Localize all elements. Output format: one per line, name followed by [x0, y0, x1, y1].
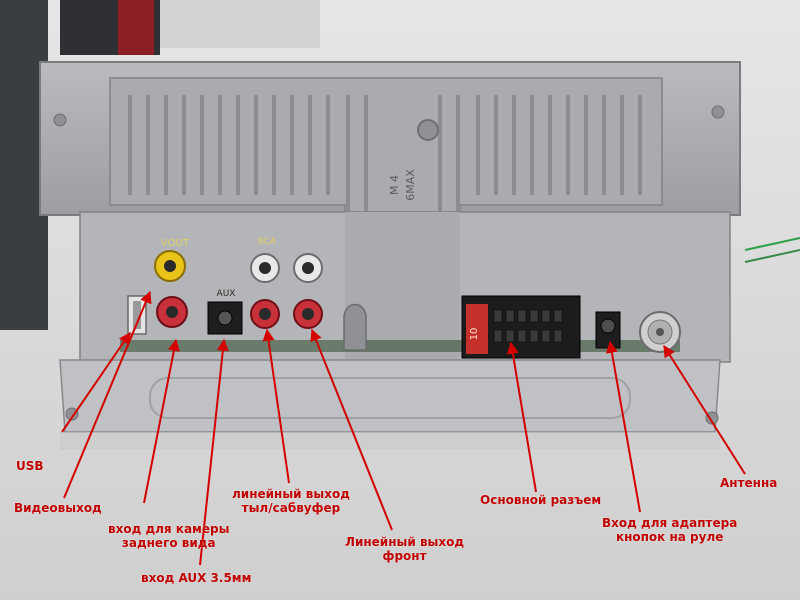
rca-pin: [166, 306, 178, 318]
shelf-shadow: [60, 432, 720, 450]
rca-pin: [302, 308, 314, 320]
screw: [705, 411, 719, 425]
rca-pin: [302, 262, 314, 274]
screw-mark-2: 6MAX: [404, 169, 417, 201]
screw: [711, 105, 725, 119]
arrow-video-out: [63, 290, 152, 499]
label-video-out: Видеовыход: [14, 501, 102, 515]
vout-mark: VOUT: [161, 238, 190, 249]
label-line-out-front-line1: Линейный выход: [345, 535, 465, 549]
label-line-out-front-line2: фронт: [382, 549, 427, 563]
label-aux-text: вход AUX 3.5мм: [141, 571, 252, 585]
label-main-connector-text: Основной разъем: [480, 493, 602, 507]
label-steering-adapter: Вход для адаптера кнопок на руле: [602, 516, 737, 544]
rca-pin: [259, 262, 271, 274]
label-rear-camera: вход для камеры заднего вида: [108, 522, 229, 550]
green-wire: [744, 249, 800, 263]
label-line-out-rear: линейный выход тыл/сабвуфер: [232, 487, 350, 515]
background-box-light: [160, 0, 320, 48]
screw: [417, 119, 439, 141]
label-video-out-text: Видеовыход: [14, 501, 102, 515]
label-line-out-rear-line2: тыл/сабвуфер: [241, 501, 341, 515]
screw-mark-1: M 4: [388, 175, 401, 195]
label-steering-adapter-line2: кнопок на руле: [615, 530, 724, 544]
label-antenna: Антенна: [720, 476, 777, 490]
label-rear-camera-line2: заднего вида: [121, 536, 216, 550]
fuse-rating: 10: [469, 328, 480, 341]
steering-remote-jack-hole: [600, 318, 616, 334]
antenna-pin: [656, 328, 664, 336]
label-usb: USB: [16, 459, 44, 473]
label-antenna-text: Антенна: [720, 476, 778, 490]
annotation-arrows: [61, 290, 746, 566]
rca-pin: [164, 260, 176, 272]
usb-port-tongue: [133, 301, 141, 329]
arrow-antenna: [663, 344, 746, 475]
arrow-line-out-rear: [262, 328, 290, 484]
arrow-aux: [199, 338, 229, 566]
arrow-steering-adapter: [605, 340, 641, 513]
aux-jack-hole: [217, 310, 233, 326]
label-usb-text: USB: [16, 459, 44, 473]
fuse: [466, 304, 488, 354]
rca-mark: RCA: [258, 237, 277, 247]
ground-hook: [343, 303, 367, 351]
screw: [65, 407, 79, 421]
label-aux: вход AUX 3.5мм: [141, 571, 251, 585]
label-main-connector: Основной разъем: [480, 493, 601, 507]
arrow-usb: [61, 332, 131, 433]
base-plate-emboss: [149, 377, 631, 419]
arrow-main-connector: [506, 341, 537, 493]
rca-pin: [259, 308, 271, 320]
green-wire: [744, 237, 800, 251]
screw: [53, 113, 67, 127]
label-line-out-front: Линейный выход фронт: [345, 535, 464, 563]
arrow-camera-in: [143, 338, 180, 504]
arrow-line-out-front: [310, 328, 393, 531]
background-box-red: [118, 0, 154, 55]
aux-mark: AUX: [217, 289, 236, 299]
label-line-out-rear-line1: линейный выход: [232, 487, 350, 501]
chassis-base-plate: [59, 359, 721, 433]
main-connector-pins: [493, 309, 563, 343]
label-rear-camera-line1: вход для камеры: [108, 522, 230, 536]
label-steering-adapter-line1: Вход для адаптера: [602, 516, 738, 530]
